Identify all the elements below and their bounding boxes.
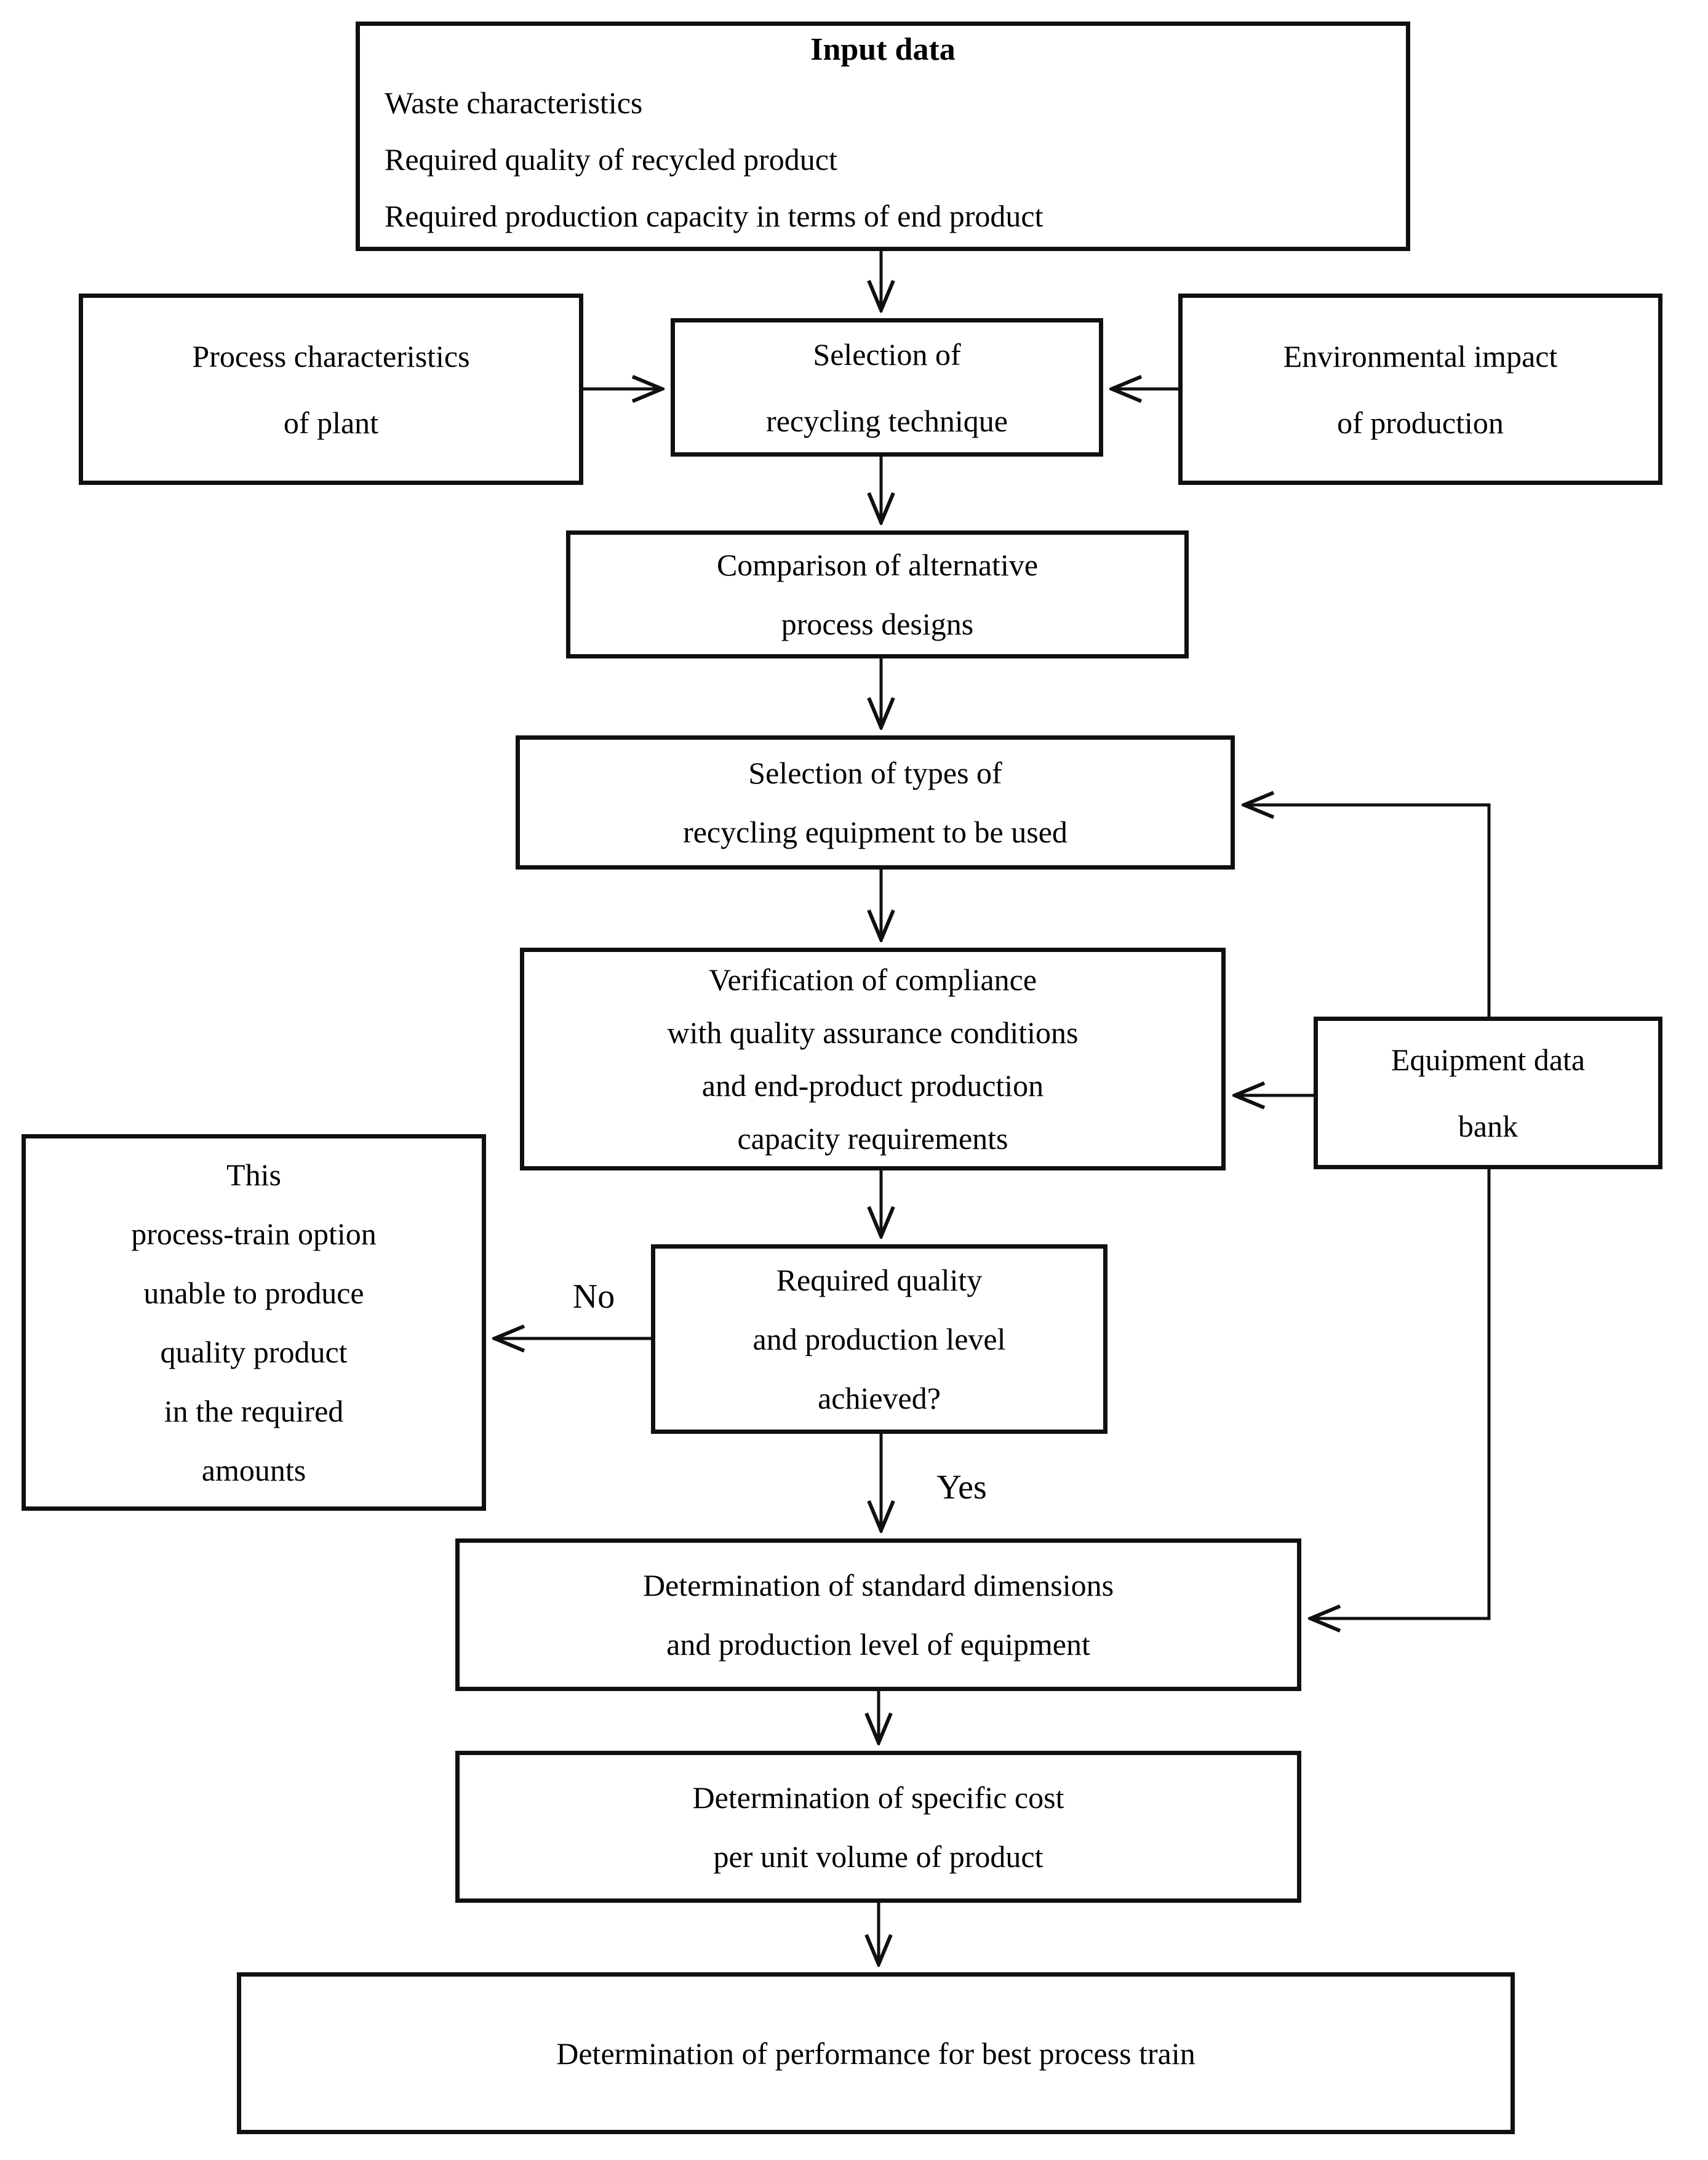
node-process-train-unable: This process-train option unable to prod… (22, 1134, 486, 1511)
node-label: Determination of specific cost per unit … (692, 1780, 1064, 1874)
node-label: Comparison of alternative process design… (716, 548, 1039, 641)
node-equipment-data-bank: Equipment data bank (1314, 1017, 1662, 1169)
node-label: Determination of performance for best pr… (556, 2036, 1195, 2071)
input-data-body: Waste characteristics Required quality o… (385, 85, 1044, 233)
node-label: Environmental impact of production (1283, 338, 1558, 440)
node-determination-cost: Determination of specific cost per unit … (455, 1751, 1301, 1903)
node-label: This process-train option unable to prod… (131, 1158, 377, 1487)
node-decision-quality-achieved: Required quality and production level ac… (651, 1244, 1107, 1434)
edge-label-yes: Yes (936, 1468, 987, 1506)
node-process-characteristics: Process characteristics of plant (79, 294, 583, 485)
node-environmental-impact: Environmental impact of production (1178, 294, 1662, 485)
node-label: Process characteristics of plant (192, 338, 470, 440)
node-determination-dimensions: Determination of standard dimensions and… (455, 1538, 1301, 1691)
node-label: Equipment data bank (1391, 1042, 1586, 1143)
arrow-bank-to-dimensions (1312, 1169, 1491, 1618)
node-label: Determination of standard dimensions and… (642, 1568, 1114, 1662)
node-verification-compliance: Verification of compliance with quality … (520, 948, 1226, 1170)
node-input-data: Input data Waste characteristics Require… (356, 22, 1410, 251)
node-label: Selection of types of recycling equipmen… (683, 756, 1068, 849)
node-selection-equipment-types: Selection of types of recycling equipmen… (516, 735, 1235, 870)
node-label: Verification of compliance with quality … (667, 962, 1079, 1156)
node-comparison-designs: Comparison of alternative process design… (566, 530, 1189, 658)
edge-label-no: No (572, 1278, 615, 1316)
input-data-title: Input data (810, 31, 956, 67)
node-label: Selection of recycling technique (766, 337, 1008, 438)
node-selection-technique: Selection of recycling technique (671, 318, 1103, 457)
arrow-bank-to-types (1245, 805, 1491, 1017)
node-label: Required quality and production level ac… (752, 1263, 1006, 1415)
node-determination-performance: Determination of performance for best pr… (237, 1972, 1515, 2134)
